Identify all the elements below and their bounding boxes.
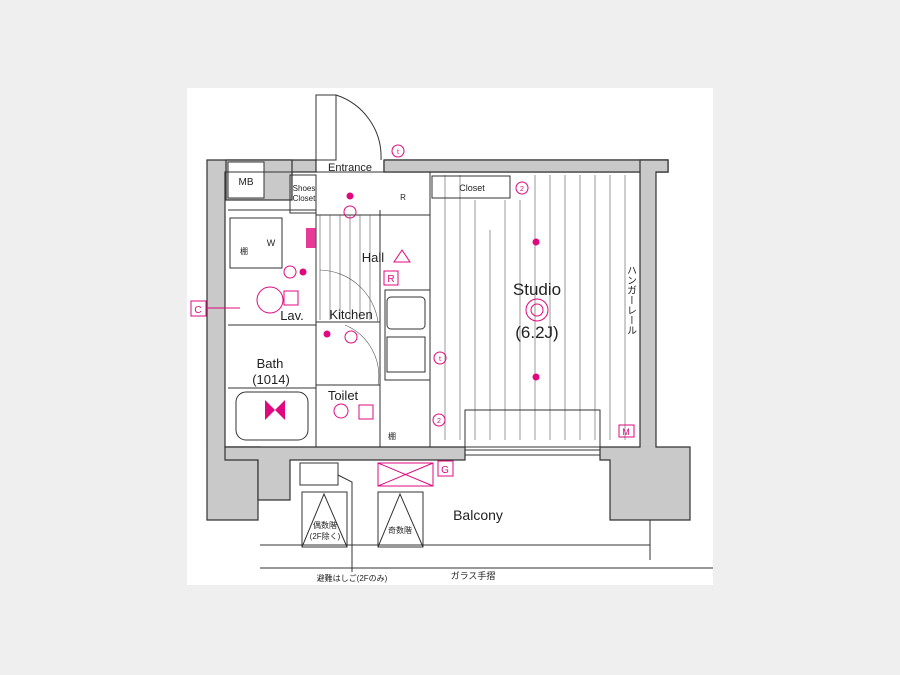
label-glass-rail: ガラス手摺 bbox=[451, 570, 496, 581]
label-shelf-2: 棚 bbox=[388, 431, 396, 441]
label-closet: Closet bbox=[459, 183, 485, 193]
label-bath-size: (1014) bbox=[252, 372, 290, 387]
label-washer: W bbox=[267, 238, 276, 248]
label-balcony: Balcony bbox=[453, 507, 503, 523]
marker-2a: 2 bbox=[520, 186, 524, 193]
label-escape-ladder: 避難はしご(2Fのみ) bbox=[317, 573, 388, 583]
label-toilet: Toilet bbox=[328, 388, 359, 403]
marker-r: R bbox=[387, 274, 394, 285]
studio-floor-stripes bbox=[444, 175, 626, 440]
marker-t2: t bbox=[439, 356, 441, 363]
label-bath: Bath bbox=[257, 356, 284, 371]
label-studio-size: (6.2J) bbox=[515, 323, 558, 342]
label-shelf-1: 棚 bbox=[240, 246, 248, 256]
marker-g: G bbox=[441, 465, 449, 476]
label-even-floor: 偶数階 bbox=[313, 520, 337, 530]
marker-m: M bbox=[622, 427, 630, 437]
label-mb: MB bbox=[239, 177, 254, 188]
label-odd-floor: 奇数階 bbox=[388, 525, 412, 535]
marker-2b: 2 bbox=[437, 418, 441, 425]
label-shoes: Shoes bbox=[293, 184, 316, 193]
bottom-wall bbox=[224, 446, 466, 501]
interior-outline bbox=[224, 171, 641, 448]
label-shoes-closet: Closet bbox=[293, 194, 316, 203]
marker-t1: t bbox=[397, 149, 399, 156]
label-lav: Lav. bbox=[280, 308, 304, 323]
electrical-symbols bbox=[256, 144, 549, 427]
marker-c: C bbox=[194, 305, 201, 316]
label-even-floor-note: (2F除く) bbox=[310, 531, 341, 541]
top-wall bbox=[383, 159, 669, 173]
marker-r-closet: R bbox=[400, 193, 406, 202]
label-hanger-rail: ハンガーレール bbox=[625, 265, 637, 335]
label-entrance: Entrance bbox=[328, 162, 372, 174]
label-kitchen: Kitchen bbox=[329, 307, 372, 322]
label-studio: Studio bbox=[513, 280, 561, 299]
label-hall: Hall bbox=[362, 250, 385, 265]
